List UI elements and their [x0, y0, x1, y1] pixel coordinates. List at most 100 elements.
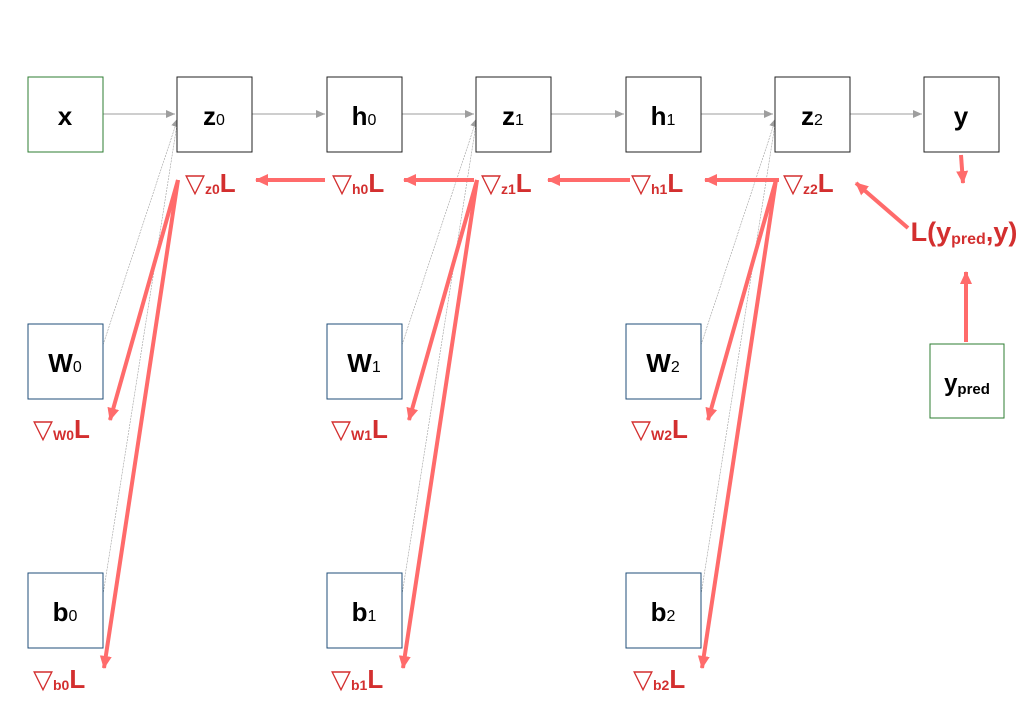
node-h1-sub: 1	[666, 112, 675, 129]
grad-sub-W0: W0	[53, 427, 74, 443]
grad-sub-h1: h1	[651, 181, 668, 197]
node-b0-label: b	[53, 597, 69, 627]
node-W2: W2	[625, 323, 702, 400]
svg-text:W0: W0	[48, 348, 82, 378]
grad-label-b0: ▽b0L	[33, 664, 85, 694]
grad-edge-z0-W0	[107, 179, 180, 421]
grad-label-z0: ▽z0L	[185, 168, 236, 198]
node-b2: b2	[625, 572, 702, 649]
nabla-icon: ▽	[481, 168, 501, 198]
grad-sub-b1: b1	[351, 677, 368, 693]
grad-sub-z1: z1	[501, 181, 516, 197]
grad-edge-y-loss	[956, 154, 969, 184]
nabla-icon: ▽	[185, 168, 205, 198]
grad-label-b2: ▽b2L	[633, 664, 685, 694]
edge-W2-z2	[700, 117, 777, 346]
node-z1: z1	[475, 76, 552, 153]
node-y-label: y	[954, 101, 969, 131]
node-y: y	[923, 76, 1000, 153]
node-x: x	[27, 76, 104, 153]
grad-sub-W2: W2	[651, 427, 672, 443]
grad-L-h0: L	[368, 168, 384, 198]
node-z0-sub: 0	[216, 112, 225, 129]
node-W1: W1	[326, 323, 403, 400]
node-z2: z2	[774, 76, 851, 153]
nabla-icon: ▽	[631, 168, 651, 198]
grad-edge-z2-b2	[697, 179, 778, 669]
node-W1-sub: 1	[372, 359, 381, 376]
edge-b1-z1	[401, 117, 478, 596]
grad-sub-b0: b0	[53, 677, 70, 693]
edge-b0-z0	[102, 117, 179, 596]
edge-W1-z1	[401, 117, 478, 346]
edge-W0-z0	[102, 117, 179, 346]
node-b2-sub: 2	[666, 608, 675, 625]
grad-sub-b2: b2	[653, 677, 670, 693]
node-b2-label: b	[651, 597, 667, 627]
grad-label-h0: ▽h0L	[332, 168, 384, 198]
node-W1-label: W	[347, 348, 372, 378]
grad-L-z1: L	[516, 168, 532, 198]
nabla-icon: ▽	[33, 664, 53, 694]
gradient-labels: ▽z0L ▽h0L ▽z1L ▽h1L ▽z2L ▽W0L ▽W1L ▽W2L …	[33, 168, 834, 694]
gradient-edges	[99, 154, 972, 669]
svg-text:h1: h1	[651, 101, 676, 131]
svg-text:b2: b2	[651, 597, 676, 627]
grad-L-z2: L	[818, 168, 834, 198]
node-z0-label: z	[203, 101, 216, 131]
node-ypred: ypred	[929, 343, 1005, 419]
grad-edge-z1-W1	[406, 179, 479, 421]
svg-text:y: y	[954, 101, 969, 131]
grad-label-b1: ▽b1L	[331, 664, 383, 694]
grad-sub-h0: h0	[352, 181, 369, 197]
node-b1: b1	[326, 572, 403, 649]
grad-sub-z2: z2	[803, 181, 818, 197]
grad-label-h1: ▽h1L	[631, 168, 683, 198]
node-b1-label: b	[352, 597, 368, 627]
node-h1-label: h	[651, 101, 667, 131]
node-z2-sub: 2	[814, 112, 823, 129]
grad-sub-z0: z0	[205, 181, 220, 197]
node-W0-sub: 0	[73, 359, 82, 376]
nabla-icon: ▽	[783, 168, 803, 198]
grad-edge-z2-W2	[705, 179, 778, 421]
loss-prefix: L(y	[911, 217, 952, 247]
node-W2-sub: 2	[671, 359, 680, 376]
svg-text:W2: W2	[646, 348, 680, 378]
node-z0: z0	[176, 76, 253, 153]
grad-label-W1: ▽W1L	[331, 414, 388, 444]
node-x-label: x	[58, 101, 73, 131]
grad-label-W0: ▽W0L	[33, 414, 90, 444]
grad-sub-W1: W1	[351, 427, 372, 443]
grad-L-W1: L	[372, 414, 388, 444]
grad-edge-z0-b0	[99, 179, 180, 669]
nabla-icon: ▽	[633, 664, 653, 694]
node-W0: W0	[27, 323, 104, 400]
nabla-icon: ▽	[631, 414, 651, 444]
svg-text:ypred: ypred	[944, 370, 990, 398]
node-ypred-label: y	[944, 370, 958, 397]
svg-text:W1: W1	[347, 348, 381, 378]
node-ypred-sub: pred	[957, 381, 990, 398]
grad-L-b0: L	[69, 664, 85, 694]
svg-text:x: x	[58, 101, 73, 131]
node-W2-label: W	[646, 348, 671, 378]
loss-sub: pred	[951, 231, 986, 248]
node-z2-label: z	[801, 101, 814, 131]
svg-text:b0: b0	[53, 597, 78, 627]
grad-edge-z1-b1	[398, 179, 479, 669]
nabla-icon: ▽	[33, 414, 53, 444]
node-z1-label: z	[502, 101, 515, 131]
grad-L-b2: L	[669, 664, 685, 694]
svg-text:b1: b1	[352, 597, 377, 627]
node-b1-sub: 1	[367, 608, 376, 625]
grad-L-W2: L	[672, 414, 688, 444]
grad-edge-loss-z2	[854, 181, 910, 230]
svg-text:z2: z2	[801, 101, 823, 131]
node-z1-sub: 1	[515, 112, 524, 129]
grad-label-z2: ▽z2L	[783, 168, 834, 198]
grad-L-b1: L	[367, 664, 383, 694]
node-h0: h0	[326, 76, 403, 153]
grad-L-z0: L	[220, 168, 236, 198]
